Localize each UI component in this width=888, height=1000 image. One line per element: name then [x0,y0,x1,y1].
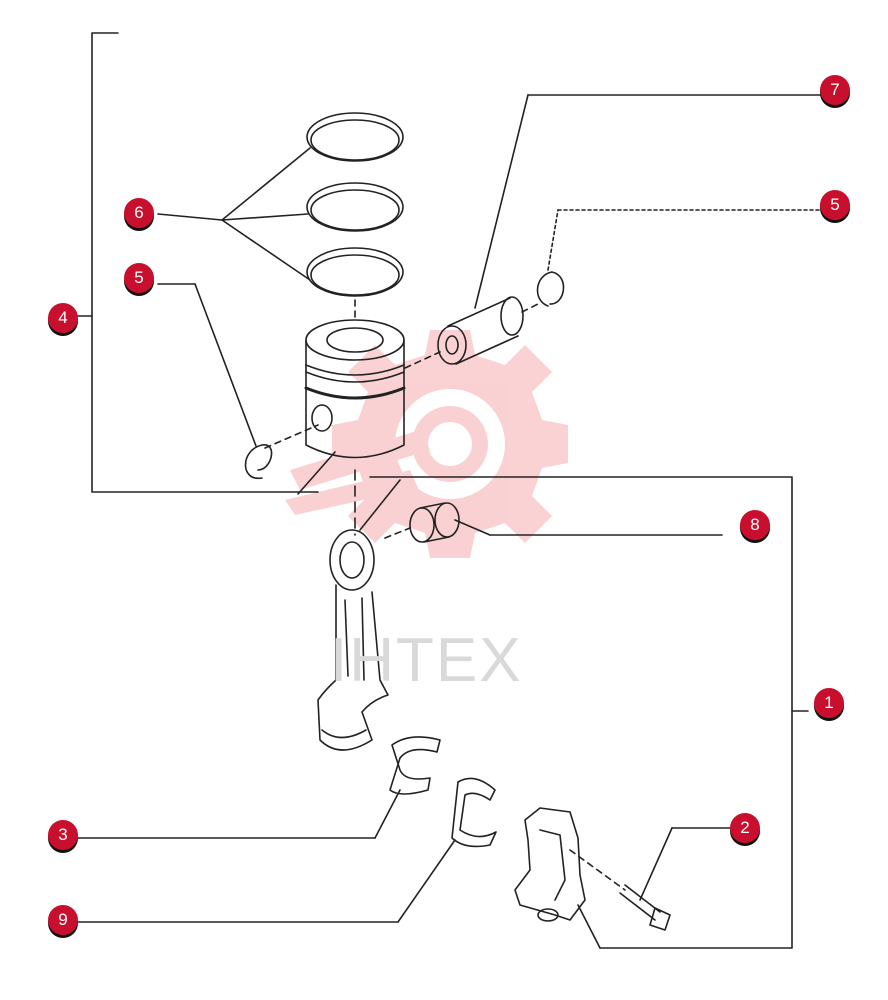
callout-5-right[interactable]: 5 [820,190,850,220]
watermark-logo [285,330,568,558]
circlip-left [244,444,273,479]
callout-9[interactable]: 9 [48,905,78,935]
callout-7[interactable]: 7 [820,75,850,105]
watermark-brand-text: IHTEX [330,626,523,695]
bearing-shell-lower [451,777,497,848]
callout-2[interactable]: 2 [730,813,760,843]
callout-1[interactable]: 1 [814,688,844,718]
rod-cap [514,807,586,922]
piston-pin [437,296,524,365]
connecting-rod [317,529,389,751]
callout-3[interactable]: 3 [48,820,78,850]
bracket-4 [91,32,319,493]
callout-5-left[interactable]: 5 [124,263,154,293]
callout-4[interactable]: 4 [48,303,78,333]
rod-bolt [619,884,671,931]
bracket-1 [369,476,793,949]
callout-8[interactable]: 8 [740,510,770,540]
callout-6[interactable]: 6 [124,198,154,228]
piston-rings [306,112,404,297]
small-end-bush [409,502,460,543]
piston [304,319,406,459]
circlip-right [536,271,565,307]
bearing-shell-upper [389,736,441,795]
